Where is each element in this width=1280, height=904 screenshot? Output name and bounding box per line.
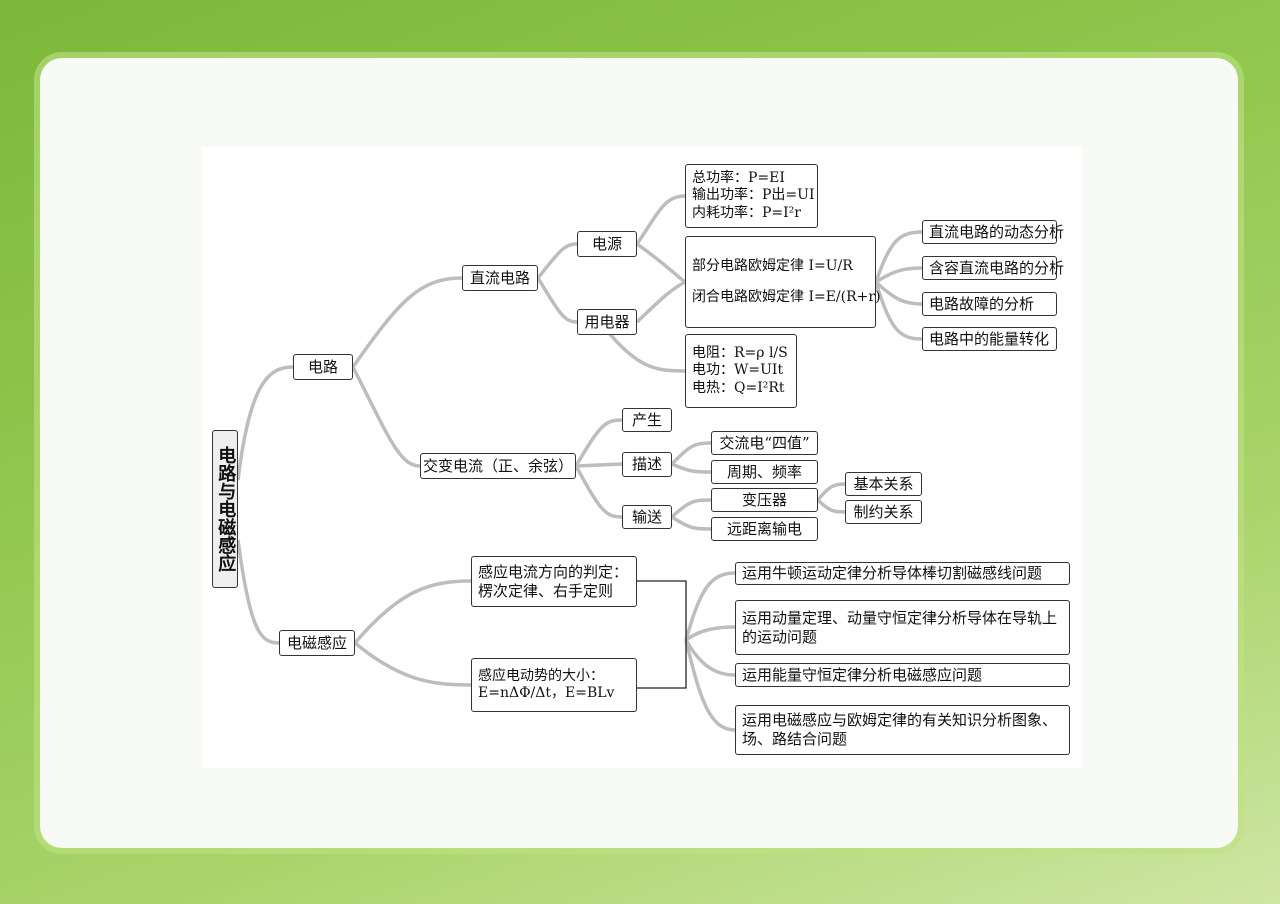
ac-description: 描述 [622, 452, 672, 477]
emf-formula: E=nΔΦ/Δt，E=BLv [478, 685, 615, 701]
ac-generation: 产生 [622, 408, 672, 432]
dc-analysis-item: 含容直流电路的分析 [922, 256, 1064, 280]
resistance: 电阻：R=ρ l/S [692, 344, 788, 361]
ac-four-values: 交流电“四值” [711, 431, 818, 455]
em-application: 运用能量守恒定律分析电磁感应问题 [735, 663, 1070, 687]
basic-relation: 基本关系 [845, 472, 922, 496]
direction-rules: 楞次定律、右手定则 [478, 581, 614, 600]
transformer: 变压器 [711, 488, 818, 512]
electric-work: 电功：W=UIt [692, 362, 784, 379]
output-power: 输出功率：P出=UI [692, 187, 815, 204]
partial-ohm-law: 部分电路欧姆定律 I=U/R [692, 257, 853, 274]
electric-heat: 电热：Q=I²Rt [692, 379, 785, 396]
node-dc: 直流电路 [462, 265, 538, 291]
power-box: 总功率：P=EI 输出功率：P出=UI 内耗功率：P=I²r [685, 164, 818, 228]
node-appliance: 用电器 [577, 309, 637, 335]
total-power: 总功率：P=EI [692, 169, 785, 186]
induced-emf: 感应电动势的大小： E=nΔΦ/Δt，E=BLv [471, 658, 637, 712]
dc-analysis-item: 直流电路的动态分析 [922, 220, 1064, 244]
ac-period-frequency: 周期、频率 [711, 460, 818, 484]
dc-analysis-item: 电路中的能量转化 [922, 327, 1057, 351]
direction-title: 感应电流方向的判定： [478, 562, 629, 581]
dc-analysis-item: 电路故障的分析 [922, 292, 1057, 316]
ac-transmission: 输送 [622, 505, 672, 529]
em-application: 运用牛顿运动定律分析导体棒切割磁感线问题 [735, 562, 1070, 585]
node-source: 电源 [577, 231, 637, 257]
node-em: 电磁感应 [279, 630, 355, 656]
induced-current-direction: 感应电流方向的判定： 楞次定律、右手定则 [471, 556, 637, 607]
node-circuit: 电路 [293, 354, 353, 380]
internal-power: 内耗功率：P=I²r [692, 204, 801, 221]
ohm-box: 部分电路欧姆定律 I=U/R 闭合电路欧姆定律 I=E/(R+r) [685, 236, 881, 328]
constraint-relation: 制约关系 [845, 500, 922, 524]
node-ac: 交变电流（正、余弦） [420, 453, 576, 479]
device-box: 电阻：R=ρ l/S 电功：W=UIt 电热：Q=I²Rt [685, 334, 797, 408]
em-application: 运用动量定理、动量守恒定律分析导体在导轨上的运动问题 [735, 600, 1070, 655]
root-node: 电路与电磁感应 [212, 430, 238, 588]
closed-ohm-law: 闭合电路欧姆定律 I=E/(R+r) [692, 289, 881, 305]
em-application: 运用电磁感应与欧姆定律的有关知识分析图象、场、路结合问题 [735, 705, 1070, 755]
long-distance-transmission: 远距离输电 [711, 517, 818, 541]
emf-title: 感应电动势的大小： [478, 667, 604, 684]
